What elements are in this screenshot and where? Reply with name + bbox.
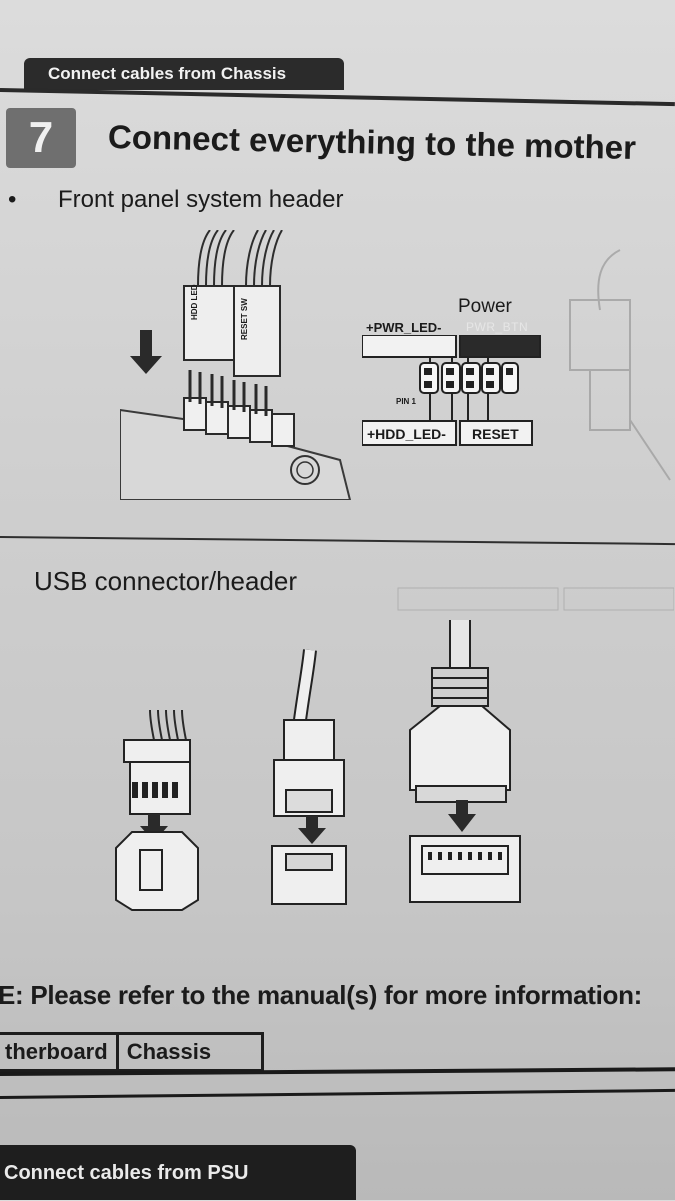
pin1-label: PIN 1 [396, 397, 417, 406]
front-panel-heading: Front panel system header [58, 186, 344, 213]
down-arrow-icon [130, 330, 162, 374]
hdd-led-label: HDD LED [190, 284, 199, 320]
bleed-through-illustration [569, 249, 671, 481]
ref-chassis: Chassis [115, 1035, 219, 1069]
reset-pin-label: RESET [472, 426, 519, 442]
pwr-btn-label: PWR_BTN [466, 320, 529, 334]
usb2-connector-icon [115, 709, 199, 911]
power-label: Power [458, 296, 512, 317]
bleed-through-text [334, 586, 675, 617]
reset-sw-label: RESET SW [240, 298, 249, 340]
front-panel-connector-illustration [120, 230, 352, 500]
step-number: 7 [6, 108, 76, 168]
usb-heading: USB connector/header [34, 566, 298, 596]
next-section-tab: Connect cables from PSU [0, 1145, 356, 1200]
usb-a-connector-icon [271, 649, 347, 905]
manual-reference-box: therboard Chassis [0, 1032, 264, 1072]
top-rule [0, 88, 675, 107]
bullet: • [8, 186, 17, 213]
page-title: Connect everything to the mother [107, 118, 637, 167]
usb-connectors-illustration [115, 620, 521, 911]
usb3-connector-icon [409, 620, 521, 903]
pwr-led-label: +PWR_LED- [366, 320, 442, 335]
ref-motherboard: therboard [5, 1039, 108, 1064]
section-divider [0, 536, 675, 546]
hdd-led-pin-label: +HDD_LED- [367, 426, 446, 442]
section-divider-bottom-2 [0, 1088, 675, 1099]
pin-diagram [362, 335, 541, 446]
manual-note: E: Please refer to the manual(s) for mor… [0, 980, 643, 1010]
section-tab: Connect cables from Chassis [24, 58, 344, 90]
